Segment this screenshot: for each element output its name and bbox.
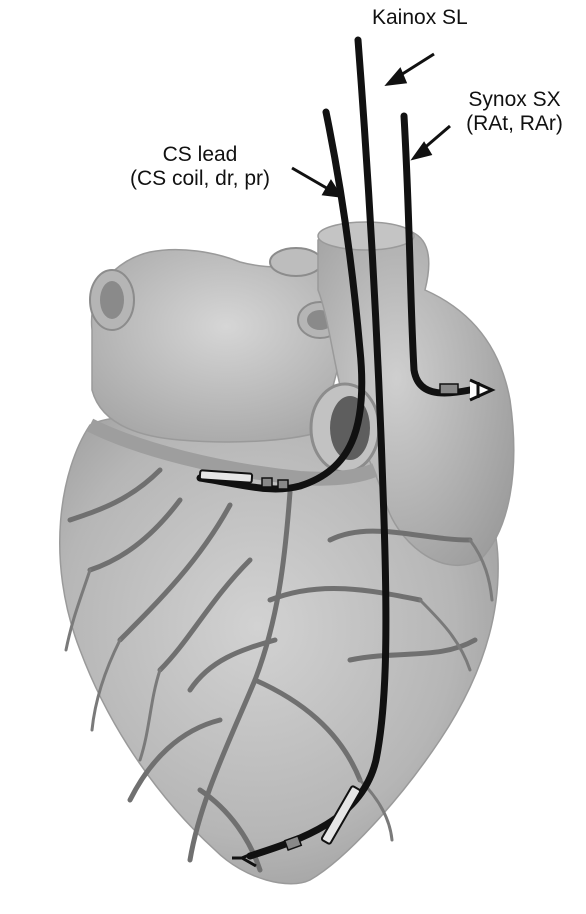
cs-lead-label: CS lead (CS coil, dr, pr) xyxy=(100,143,300,191)
synox-sx-label-line-2: (RAt, RAr) xyxy=(447,112,582,136)
kainox-sl-label-line: Kainox SL xyxy=(372,6,512,30)
synox-sx-label: Synox SX (RAt, RAr) xyxy=(447,88,582,136)
cs-lead-label-line-2: (CS coil, dr, pr) xyxy=(100,167,300,191)
kainox-sl-label: Kainox SL xyxy=(372,6,512,30)
cs-lead-label-line-1: CS lead xyxy=(100,143,300,167)
synox-sx-label-line-1: Synox SX xyxy=(447,88,582,112)
pulmonary-vein-top xyxy=(270,248,322,276)
